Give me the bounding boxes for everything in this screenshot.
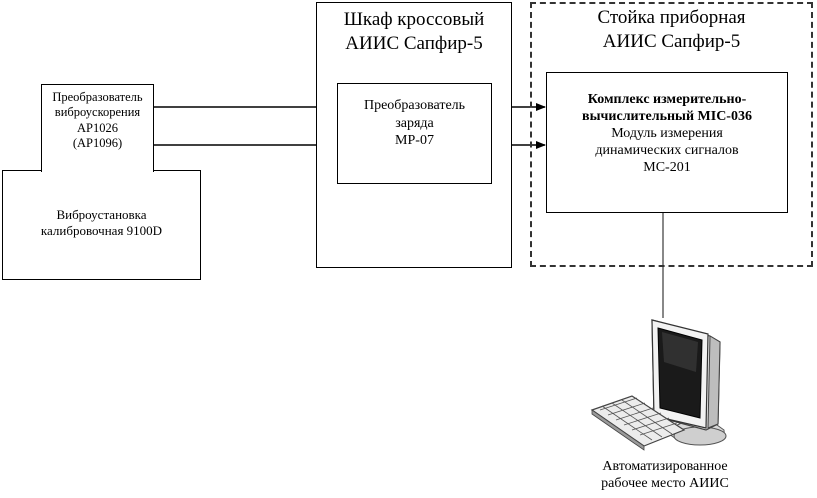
charge-converter-box	[337, 83, 492, 184]
cross-cabinet-title: Шкаф кроссовый АИИС Сапфир-5	[316, 8, 512, 56]
sensor-line-4: (AP1096)	[72, 135, 123, 150]
calibrator-line-1: Виброустановка	[56, 207, 147, 222]
cross-cabinet-title-line-1: Шкаф кроссовый	[343, 9, 485, 30]
workstation-label: Автоматизированное рабочее место АИИС	[560, 458, 770, 492]
workstation-line-2: рабочее место АИИС	[601, 476, 729, 492]
workstation-computer-icon	[590, 319, 727, 451]
charge-converter-line-3: MP-07	[395, 133, 434, 148]
instrument-rack-title-line-1: Стойка приборная	[597, 7, 746, 28]
mic-complex-bold-line-2: вычислительный MIC-036	[582, 109, 752, 125]
instrument-rack-title: Стойка приборная АИИС Сапфир-5	[530, 6, 813, 54]
calibrator-line-2: калибровочная 9100D	[40, 222, 163, 238]
sensor-line-3: AP1026	[77, 120, 118, 135]
mic-complex-line-2: динамических сигналов	[595, 143, 739, 159]
sensor-line-2: виброускорения	[54, 105, 141, 120]
mic-complex-label: Комплекс измерительно- вычислительный MI…	[546, 91, 788, 176]
charge-converter-line-1: Преобразователь	[363, 98, 466, 113]
mic-complex-line-1: Модуль измерения	[611, 126, 723, 142]
mic-complex-box	[546, 72, 788, 213]
cross-cabinet-title-line-2: АИИС Сапфир-5	[345, 32, 483, 54]
sensor-line-1: Преобразователь	[52, 90, 143, 104]
mic-complex-line-3: MC-201	[643, 160, 691, 176]
charge-converter-line-2: заряда	[395, 115, 434, 131]
mic-complex-bold-line-1: Комплекс измерительно-	[587, 92, 747, 107]
workstation-line-1: Автоматизированное	[602, 459, 728, 474]
charge-converter-label: Преобразователь заряда MP-07	[337, 97, 492, 150]
sensor-label: Преобразователь виброускорения AP1026 (A…	[41, 90, 154, 151]
instrument-rack-frame	[530, 2, 813, 267]
calibrator-box	[2, 170, 201, 280]
sensor-box	[41, 84, 154, 172]
instrument-rack-title-line-2: АИИС Сапфир-5	[602, 30, 741, 52]
calibrator-label: Виброустановка калибровочная 9100D	[2, 207, 201, 238]
